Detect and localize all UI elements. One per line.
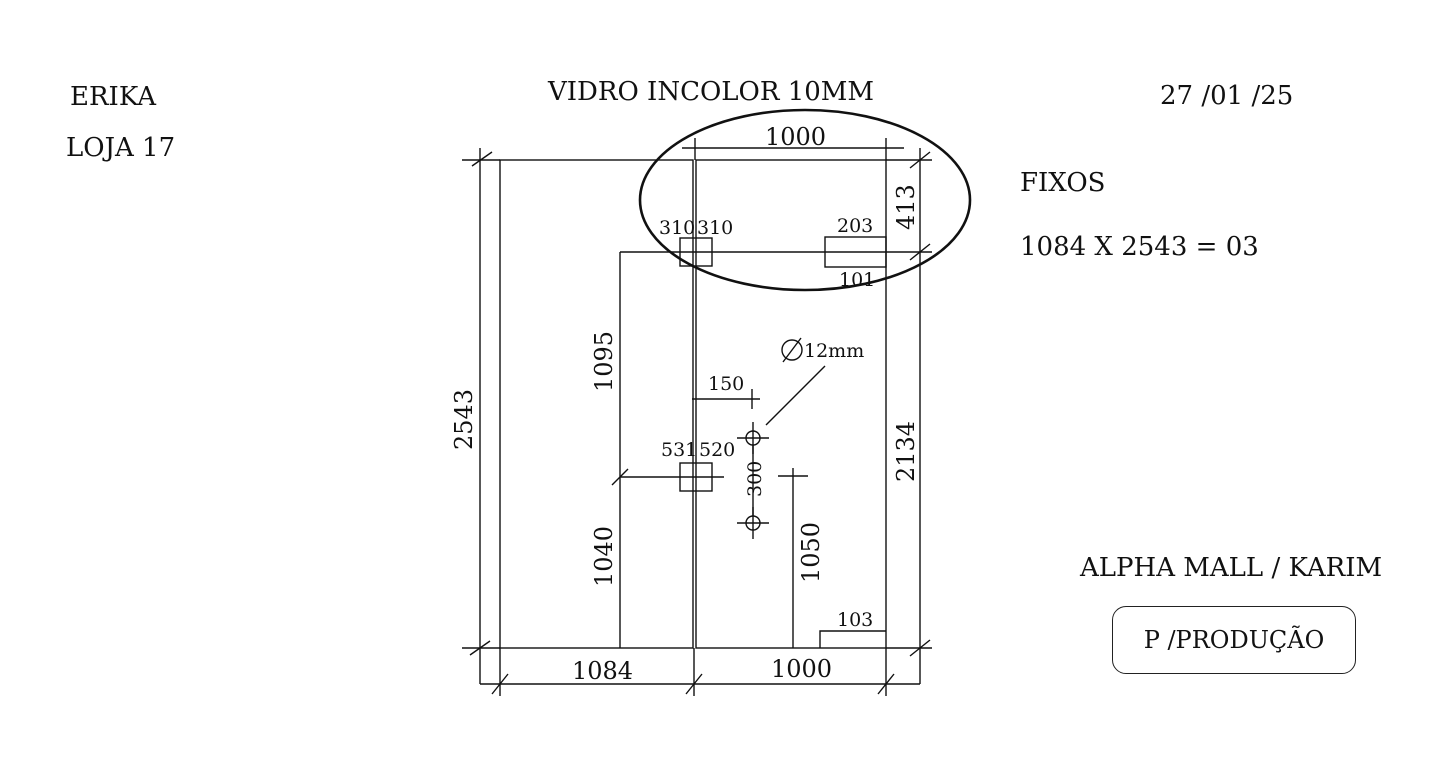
dim-lock-width: 203 [837, 215, 873, 237]
store-label: LOJA 17 [66, 133, 176, 163]
dim-right-top: 413 [892, 184, 920, 230]
dim-bottom-notch: 103 [837, 609, 873, 631]
dim-bottom-right: 1000 [771, 655, 832, 683]
type-label: FIXOS [1020, 168, 1106, 198]
lock-notch [824, 236, 887, 268]
client-name: ERIKA [70, 82, 156, 112]
drawing-title: VIDRO INCOLOR 10MM [548, 77, 875, 107]
dim-mid-notch-a: 531 [661, 439, 697, 461]
bottom-notch [819, 630, 886, 648]
dim-hinge-upper: 1095 [590, 331, 618, 392]
dim-bottom-left: 1084 [572, 657, 633, 685]
drawing-date: 27 /01 /25 [1160, 81, 1294, 111]
dim-total-height: 2543 [450, 389, 478, 450]
diameter-leader [765, 365, 826, 426]
dim-mid-notch-b: 520 [699, 439, 735, 461]
right-glass-panel [695, 159, 887, 649]
customer-label: ALPHA MALL / KARIM [1080, 553, 1383, 583]
highlight-ellipse [638, 108, 972, 292]
dim-hole-diameter: 12mm [804, 340, 864, 362]
dim-notch-a: 310 [659, 217, 695, 239]
dim-hole-height: 1050 [797, 522, 825, 583]
dim-notch-b: 310 [697, 217, 733, 239]
production-badge-label: P /PRODUÇÃO [1143, 626, 1325, 654]
diameter-icon [781, 339, 803, 361]
production-badge: P /PRODUÇÃO [1112, 606, 1356, 674]
dim-hole-spacing: 300 [744, 461, 766, 497]
left-glass-panel [499, 159, 694, 649]
dim-right-lower: 2134 [892, 421, 920, 482]
dim-hinge-lower: 1040 [590, 526, 618, 587]
dim-hole-offset: 150 [708, 373, 744, 395]
dim-lock-height: 101 [839, 269, 875, 291]
glass-spec: 1084 X 2543 = 03 [1020, 232, 1259, 262]
dim-top-width: 1000 [765, 123, 826, 151]
